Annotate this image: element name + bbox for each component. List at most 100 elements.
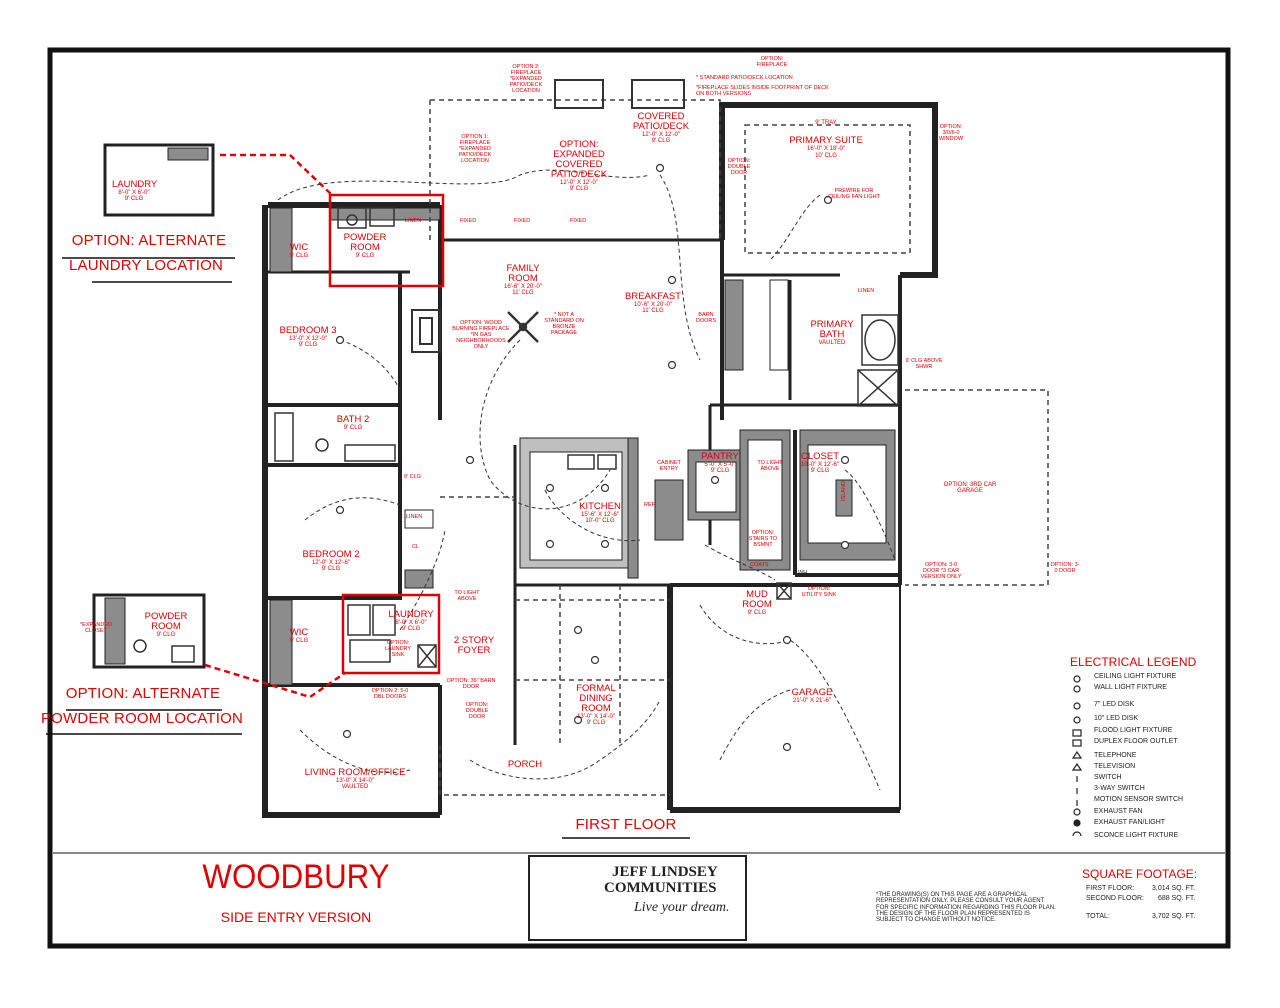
- room-dims: 12'-0" X 12'-0": [642, 131, 680, 138]
- note-double-door-2: OPTION: DOUBLE DOOR: [465, 702, 489, 721]
- room-name: FAMILY ROOM: [506, 263, 540, 284]
- room-dims: 5'-0" X 5'-0": [704, 461, 736, 468]
- room-name: OPTION: EXPANDED COVERED PATIO/DECK: [550, 139, 608, 180]
- legend-item: SWITCH: [1094, 774, 1122, 781]
- room-clg: 9' CLG: [651, 138, 671, 145]
- room-pantry: PANTRY 5'-0" X 5'-0" 9' CLG: [695, 452, 745, 475]
- room-clg: 9' CLG: [355, 252, 375, 259]
- note-fireplace-option-1: OPTION 1: FIREPLACE *EXPANDED PATIO/DECK…: [458, 134, 492, 165]
- room-clg: 11' CLG: [642, 308, 664, 315]
- disclaimer: *THE DRAWING(S) ON THIS PAGE ARE A GRAPH…: [876, 892, 1056, 924]
- sqft-row-label: FIRST FLOOR:: [1086, 885, 1135, 892]
- room-name: POWDER ROOM: [343, 232, 387, 253]
- room-clg: 9' CLG: [586, 720, 606, 727]
- room-closet: CLOSET 10'-0" X 12'-6" 9' CLG: [790, 452, 850, 475]
- note-door-30: OPTION: 3-0 DOOR *3 CAR VERSION ONLY: [920, 562, 962, 581]
- room-wic-upper: WIC 9' CLG: [284, 243, 314, 259]
- room-family-room: FAMILY ROOM 16'-6" X 20'-0" 11' CLG: [498, 264, 548, 297]
- option-alt-laundry-line1: OPTION: ALTERNATE: [71, 232, 227, 249]
- note-laundry-sink: OPTION: LAUNDRY SINK: [384, 640, 412, 659]
- room-dims: 12'-0" X 12'-0": [560, 179, 598, 186]
- note-double-door: OPTION: DOUBLE DOOR: [727, 158, 751, 177]
- room-clg: 11' CLG: [512, 290, 534, 297]
- walls: [262, 102, 938, 818]
- sqft-row-label: SECOND FLOOR:: [1086, 895, 1144, 902]
- dashed-outlines: [429, 99, 1049, 796]
- room-clg: 10'-0" CLG: [585, 518, 615, 525]
- room-clg: 10' CLG: [815, 152, 837, 159]
- room-name: PRIMARY BATH: [810, 319, 854, 340]
- room-formal-dining: FORMAL DINING ROOM 13'-0" X 14'-0" 9' CL…: [564, 684, 628, 727]
- room-clg: 9' CLG: [710, 468, 730, 475]
- room-primary-bath: PRIMARY BATH VAULTED: [806, 320, 858, 346]
- room-name: PANTRY: [701, 451, 739, 462]
- room-dims: 16'-0" X 18'-0": [807, 146, 845, 153]
- legend-item: 7" LED DISK: [1094, 701, 1135, 708]
- option-alt-laundry-line2: LAUNDRY LOCATION: [68, 257, 224, 274]
- room-clg: 9' CLG: [124, 196, 144, 203]
- room-name: COVERED PATIO/DECK: [632, 111, 690, 132]
- room-kitchen: KITCHEN 15'-6" X 12'-6" 10'-0" CLG: [568, 502, 632, 525]
- note-bath2-clg: 9' CLG: [404, 474, 421, 480]
- note-fireplace-option-2: OPTION 2: FIREPLACE *EXPANDED PATIO/DECK…: [509, 64, 543, 95]
- note-fireplace-slides: *FIREPLACE SLIDES INSIDE FOOTPRINT OF DE…: [696, 85, 829, 98]
- room-clg: 9' CLG: [747, 609, 767, 616]
- sqft-row-value: 688 SQ. FT.: [1158, 895, 1196, 902]
- option-callouts: [46, 153, 690, 839]
- room-dims: 13'-0" X 12'-0": [289, 335, 327, 342]
- note-island: ISLAND: [840, 481, 847, 501]
- room-note: 9' TRAY: [815, 120, 837, 126]
- legend-item: TELEPHONE: [1094, 752, 1137, 759]
- room-dims: 8'-0" X 6'-0": [395, 619, 427, 626]
- room-clg: 9' CLG: [569, 186, 589, 193]
- room-living-office: LIVING ROOM/OFFICE 13'-0" X 14'-0" VAULT…: [300, 768, 410, 791]
- note-to-light-above-1: TO LIGHT ABOVE: [454, 590, 480, 603]
- note-wood-fireplace: OPTION: WOOD BURNING FIREPLACE *IN GAS N…: [452, 320, 510, 351]
- room-clg: 9' CLG: [156, 631, 176, 638]
- note-fixed-1: FIXED: [460, 218, 477, 224]
- note-cabinet-entry: CABINET ENTRY: [657, 460, 681, 473]
- room-wic-lower: WIC 9' CLG: [284, 628, 314, 644]
- room-clg: 9' CLG: [401, 626, 421, 633]
- note-cl: CL: [412, 544, 420, 550]
- room-name: CLOSET: [800, 451, 839, 462]
- note-coats: COATS: [750, 562, 769, 568]
- room-covered-patio: COVERED PATIO/DECK 12'-0" X 12'-0" 9' CL…: [630, 112, 692, 145]
- ceiling-fan-icon: [507, 311, 539, 343]
- note-linen-1: LINEN: [405, 218, 422, 224]
- legend-item: 10" LED DISK: [1094, 715, 1139, 722]
- room-dims: 15'-6" X 12'-6": [581, 511, 619, 518]
- legend-title: ELECTRICAL LEGEND: [1070, 655, 1197, 669]
- fixtures: [133, 207, 899, 668]
- room-name: BEDROOM 3: [279, 325, 337, 336]
- room-clg: 9' CLG: [810, 468, 830, 475]
- room-name: 2 STORY FOYER: [453, 635, 495, 656]
- room-dims: 8'-0" X 6'-0": [118, 189, 150, 196]
- room-alt-powder: POWDER ROOM 9' CLG: [142, 612, 190, 638]
- room-bedroom-3: BEDROOM 3 13'-0" X 12'-0" 9' CLG: [276, 326, 340, 349]
- note-ref: REF: [644, 502, 655, 508]
- room-dims: 13'-0" X 14'-0": [577, 713, 615, 720]
- room-mud-room: MUD ROOM 9' CLG: [735, 590, 779, 616]
- sqft-row-value: 3,702 SQ. FT.: [1152, 913, 1196, 920]
- room-name: OPTION: 3RD CAR GARAGE: [943, 482, 997, 495]
- option-alt-powder-line2: POWDER ROOM LOCATION: [40, 710, 244, 727]
- electrical-fixtures: [335, 163, 850, 752]
- note-prewire: PREWIRE FOR CEILING FAN LIGHT: [828, 188, 880, 201]
- room-clg: 9' CLG: [289, 637, 309, 644]
- note-stairs-bsmt: OPTION: STAIRS TO BSMNT: [748, 530, 778, 549]
- note-utility-sink: OPTION: UTILITY SINK: [801, 586, 837, 599]
- note-linen-3: LINEN: [858, 288, 875, 294]
- note-expanded-closet: *EXPANDED CLOSET: [80, 622, 112, 635]
- room-breakfast: BREAKFAST 10'-6" X 20'-0" 11' CLG: [620, 292, 686, 315]
- room-name: GARAGE: [791, 687, 833, 698]
- logo-line-1: JEFF LINDSEY: [612, 864, 718, 880]
- room-bedroom-2: BEDROOM 2 12'-0" X 12'-6" 9' CLG: [296, 550, 366, 573]
- plan-title: WOODBURY: [202, 858, 390, 896]
- note-dbl-doors-50: OPTION 2: 5-0 DBL DOORS: [371, 688, 409, 701]
- logo-tagline: Live your dream.: [634, 900, 730, 915]
- room-clg: 9' CLG: [298, 342, 318, 349]
- room-dims: 16'-6" X 20'-0": [504, 283, 542, 290]
- fireplaces: [411, 79, 685, 353]
